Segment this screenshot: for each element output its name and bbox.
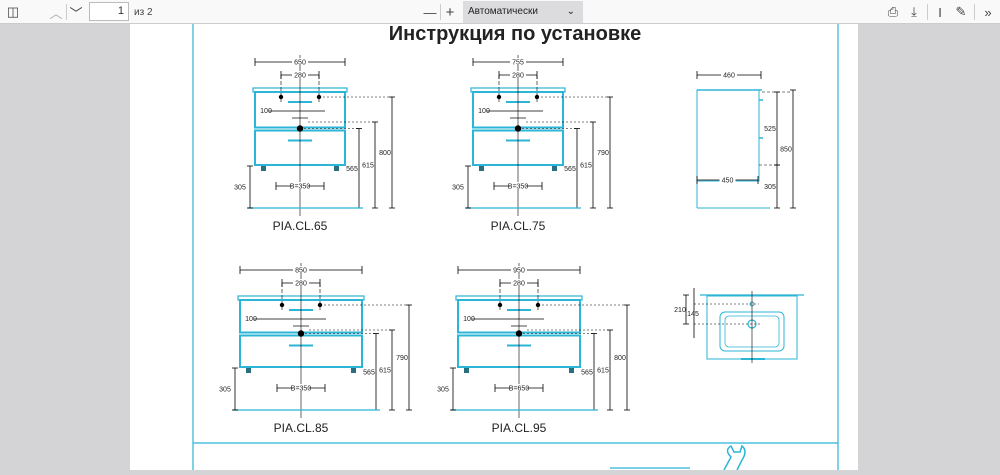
side-view-body [696,89,760,182]
dimension-label: 565 [346,166,358,173]
dimension-label: 565 [564,166,576,173]
dimension-label: 565 [581,369,593,376]
model-name: PIA.CL.75 [491,219,546,233]
dimension-label: B=650 [509,386,530,393]
save-icon[interactable]: ⤓ [911,4,917,19]
pdf-page: Инструкция по установке 650 280 100 565 615 80… [130,23,858,471]
pdf-toolbar: ◫ ︿ ﹀ 1 из 2 — + Автоматически⌄ ⎙ ⤓ I ✎ … [0,0,1000,24]
dimension-label: 565 [363,369,375,376]
foot [334,166,339,171]
label-bg [511,384,527,391]
dimension-label: 280 [512,73,524,80]
zoom-value: Автоматически [468,6,538,17]
dimension-label: 305 [764,184,776,191]
installation-drawing: Инструкция по установке 650 280 100 565 615 80… [192,23,839,471]
dimension-label: 145 [687,311,699,318]
wrench-icon [723,444,746,471]
dimension-label: B=350 [290,184,311,191]
model-name: PIA.CL.65 [273,219,328,233]
foot [351,368,356,373]
label-bg [293,384,309,391]
dimension-label: 100 [463,316,475,323]
model-name: PIA.CL.95 [492,421,547,435]
label-bg [510,182,526,189]
zoom-select[interactable]: Автоматически ⌄ [463,1,583,23]
dimension-label: 305 [452,185,464,192]
dimension-label: B=350 [291,386,312,393]
label-bg [511,279,527,286]
foot [261,166,266,171]
page-title: Инструкция по установке [389,24,642,45]
dimension-label: 525 [764,126,776,133]
dimension-label: 615 [580,163,592,170]
dimension-label: 615 [362,163,374,170]
label-bg [292,182,308,189]
page-total-label: из 2 [134,6,153,18]
dimension-label: 950 [513,268,525,275]
dimension-label: 280 [513,281,525,288]
dimension-label: 800 [379,150,391,157]
foot [479,166,484,171]
dimension-label: 305 [437,387,449,394]
dimension-label: 460 [723,73,735,80]
label-bg [292,58,308,65]
dimension-label: 100 [260,108,272,115]
dimension-label: 650 [294,60,306,67]
dimension-label: 305 [234,185,246,192]
label-bg [293,266,309,273]
dimension-label: 790 [597,150,609,157]
draw-icon[interactable]: ✎ [955,4,967,19]
label-bg [719,176,736,183]
dimension-label: 755 [512,60,524,67]
dimension-label: 280 [294,73,306,80]
dimension-label: 615 [597,368,609,375]
more-tools-icon[interactable]: » [984,4,992,20]
foot [464,368,469,373]
dimension-label: 850 [780,147,792,154]
dimension-label: B=350 [508,184,529,191]
dimension-label: 790 [396,355,408,362]
dimension-label: 100 [478,108,490,115]
sidebar-toggle-icon[interactable]: ◫ [6,4,20,19]
previous-page-button[interactable]: ︿ [49,5,63,21]
zoom-out-button[interactable]: — [423,4,437,20]
model-name: PIA.CL.85 [274,421,329,435]
label-bg [510,58,526,65]
label-bg [511,266,527,273]
dimension-label: 100 [245,316,257,323]
page-number-input[interactable]: 1 [89,2,129,21]
dimension-label: 450 [722,178,734,185]
chevron-down-icon: ⌄ [566,6,575,17]
print-icon[interactable]: ⎙ [887,4,899,19]
label-bg [292,71,308,78]
foot [552,166,557,171]
zoom-in-button[interactable]: + [445,3,455,21]
next-page-button[interactable]: ﹀ [69,5,83,21]
dimension-label: 280 [295,281,307,288]
dimension-label: 615 [379,368,391,375]
dimension-label: 850 [295,268,307,275]
foot [569,368,574,373]
foot [246,368,251,373]
dimension-label: 305 [219,387,231,394]
label-bg [510,71,526,78]
dimension-label: 800 [614,355,626,362]
label-bg [721,71,737,78]
dimension-label: 210 [674,307,686,314]
text-select-icon[interactable]: I [938,4,942,20]
label-bg [293,279,309,286]
